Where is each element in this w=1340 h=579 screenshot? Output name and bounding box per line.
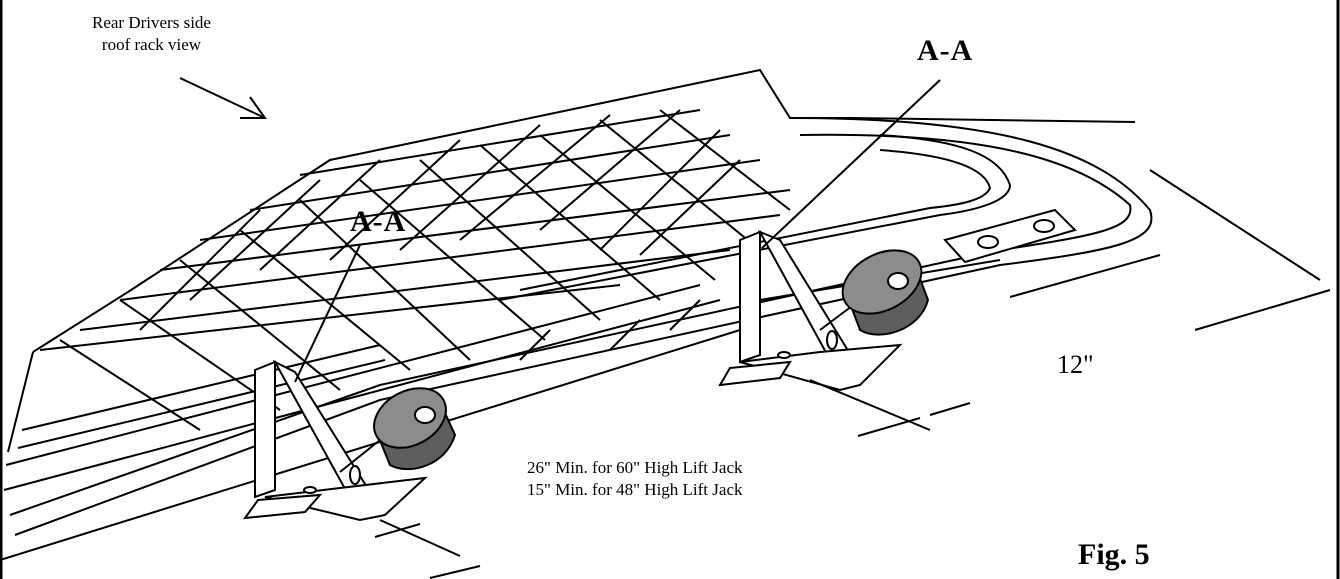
bracket-right bbox=[718, 230, 903, 392]
note-60-inch-jack: 26" Min. for 60" High Lift Jack bbox=[527, 458, 743, 477]
dimension-label: 12" bbox=[1057, 350, 1094, 379]
section-label-left: A-A bbox=[350, 205, 407, 238]
rack-outline bbox=[0, 68, 1153, 561]
dimension-lines bbox=[374, 169, 1331, 579]
section-label-top: A-A bbox=[917, 34, 974, 67]
knob-left bbox=[373, 387, 457, 471]
knob-right bbox=[841, 249, 930, 336]
view-caption-line-2: roof rack view bbox=[101, 35, 202, 54]
note-48-inch-jack: 15" Min. for 48" High Lift Jack bbox=[527, 480, 743, 499]
leader-lines bbox=[294, 79, 941, 383]
mounting-plate bbox=[943, 208, 1077, 264]
view-arrow bbox=[179, 77, 267, 119]
rack-mesh bbox=[39, 109, 791, 431]
bracket-left bbox=[242, 359, 428, 522]
figure-label: Fig. 5 bbox=[1078, 538, 1150, 571]
view-caption: Rear Drivers side roof rack view bbox=[92, 12, 211, 56]
view-caption-line-1: Rear Drivers side bbox=[92, 13, 211, 32]
